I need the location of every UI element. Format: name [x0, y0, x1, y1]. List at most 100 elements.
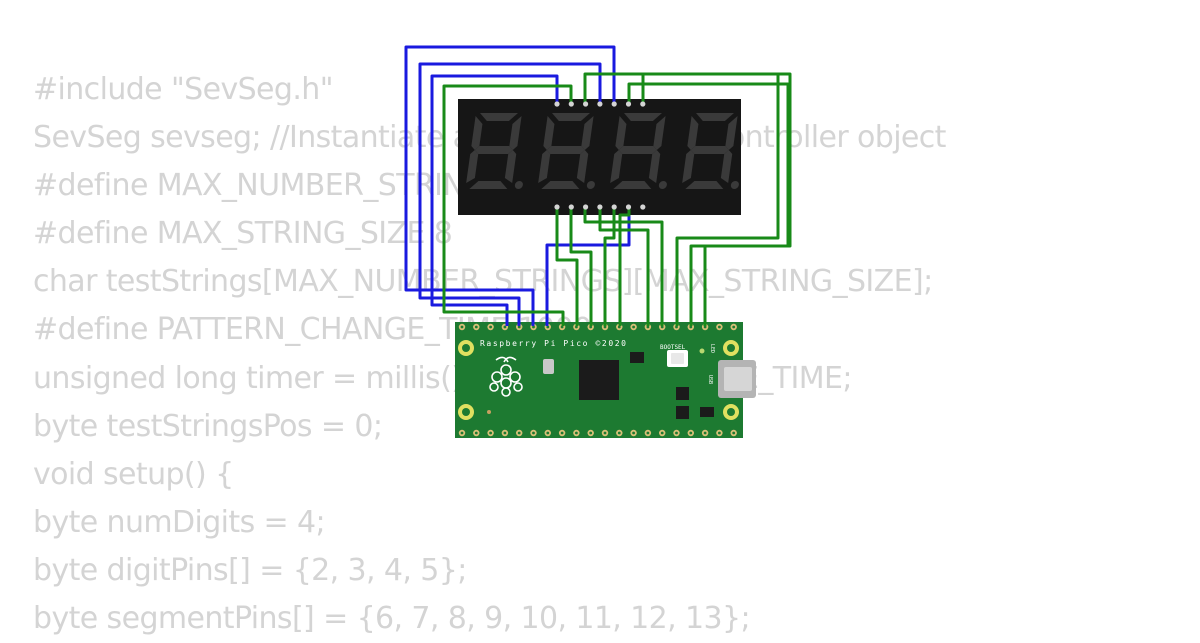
mount-hole	[462, 344, 470, 352]
header-pin-hole	[460, 325, 464, 329]
wire-green	[627, 82, 790, 326]
chip-component	[676, 387, 689, 400]
header-pin-hole	[646, 325, 650, 329]
bootsel-button-inner	[671, 353, 684, 364]
segment-d	[541, 181, 580, 189]
header-pin-hole	[675, 431, 678, 435]
segment-c	[576, 150, 589, 183]
header-pin-hole	[546, 431, 550, 435]
segment-b	[725, 116, 738, 150]
wire-blue	[404, 45, 616, 326]
segment-dp	[586, 181, 595, 189]
header-pin-hole	[575, 431, 578, 435]
header-pin-hole	[617, 431, 621, 435]
segment-c	[648, 150, 661, 183]
header-pin-hole	[560, 431, 564, 435]
segment-c	[720, 150, 733, 183]
header-pin-hole	[646, 431, 650, 435]
seven-segment-display[interactable]	[458, 99, 749, 215]
chip-component	[700, 407, 714, 417]
code-line: byte testStringsPos = 0;	[33, 408, 383, 444]
display-pin	[554, 204, 560, 210]
display-pins	[554, 101, 646, 210]
segment-g	[546, 146, 585, 154]
segment-d	[469, 181, 508, 189]
wires	[404, 45, 792, 326]
wire-green	[569, 206, 593, 326]
digit	[682, 113, 739, 189]
mount-hole	[727, 408, 735, 416]
header-pin-hole	[732, 325, 736, 329]
display-pin	[583, 101, 589, 107]
wire-green	[583, 206, 664, 326]
wire-green	[618, 206, 631, 326]
display-pin	[554, 101, 560, 107]
header-pin-hole	[732, 431, 736, 435]
segment-d	[613, 181, 652, 189]
code-line: void setup() {	[33, 456, 234, 492]
segment-dp	[658, 181, 667, 189]
usb-connector-opening	[724, 367, 752, 391]
chip-component	[630, 352, 644, 363]
header-pin-hole	[546, 325, 550, 329]
display-pin	[611, 204, 617, 210]
header-pin-hole	[660, 431, 664, 435]
code-line: byte numDigits = 4;	[33, 504, 326, 540]
wire-green	[603, 206, 616, 326]
wire-blue	[418, 62, 602, 326]
segment-f	[543, 116, 555, 150]
test-point	[487, 410, 491, 414]
header-pin-hole	[603, 325, 607, 329]
wire-green	[583, 72, 780, 326]
segment-a	[696, 113, 734, 121]
display-digits	[466, 113, 739, 189]
chip-component	[676, 406, 689, 419]
board-brand-label: Raspberry Pi Pico ©2020	[480, 339, 628, 348]
header-pin-hole	[503, 325, 507, 329]
rp2040-chip	[579, 360, 619, 400]
led-label: LED	[709, 344, 715, 353]
mount-hole	[462, 408, 470, 416]
circuit-canvas: Raspberry Pi Pico ©2020 BOOTSEL LED USB	[404, 45, 792, 438]
display-pin	[625, 204, 632, 210]
header-pin-hole	[632, 431, 635, 435]
display-pin	[583, 204, 589, 210]
header-pin-hole	[575, 325, 578, 329]
header-pin-hole	[532, 431, 535, 435]
display-pin	[568, 101, 574, 107]
pico-board[interactable]: Raspberry Pi Pico ©2020 BOOTSEL LED USB	[455, 322, 756, 438]
header-pin-hole	[589, 325, 593, 329]
segment-dp	[514, 181, 523, 189]
display-pin	[597, 101, 603, 107]
wire-blue	[545, 206, 631, 326]
display-pin	[640, 204, 646, 210]
display-pin	[640, 101, 646, 107]
debug-pad	[543, 359, 554, 374]
segment-dp	[730, 181, 739, 189]
segment-a	[624, 113, 662, 121]
header-pin-hole	[718, 325, 721, 329]
code-line: byte digitPins[] = {2, 3, 4, 5};	[33, 552, 467, 588]
header-pin-hole	[703, 431, 707, 435]
segment-f	[687, 116, 699, 150]
segment-f	[615, 116, 627, 150]
header-pin-hole	[589, 431, 593, 435]
display-pin	[597, 204, 603, 210]
header-pin-hole	[517, 325, 521, 329]
header-pin-hole	[517, 431, 521, 435]
header-pin-hole	[689, 325, 693, 329]
segment-c	[504, 150, 517, 183]
wire-green	[641, 72, 792, 326]
header-pin-hole	[689, 431, 693, 435]
segment-a	[552, 113, 590, 121]
mount-hole	[727, 344, 735, 352]
segment-e	[610, 150, 623, 183]
header-pin-hole	[660, 325, 664, 329]
header-pin-hole	[675, 325, 678, 329]
header-pin-hole	[718, 431, 721, 435]
code-line: #include "SevSeg.h"	[33, 72, 334, 107]
code-line: #define MAX_NUMBER_STRINGS 70	[33, 168, 552, 204]
segment-f	[471, 116, 483, 150]
status-led	[699, 348, 705, 354]
segment-g	[474, 146, 513, 154]
